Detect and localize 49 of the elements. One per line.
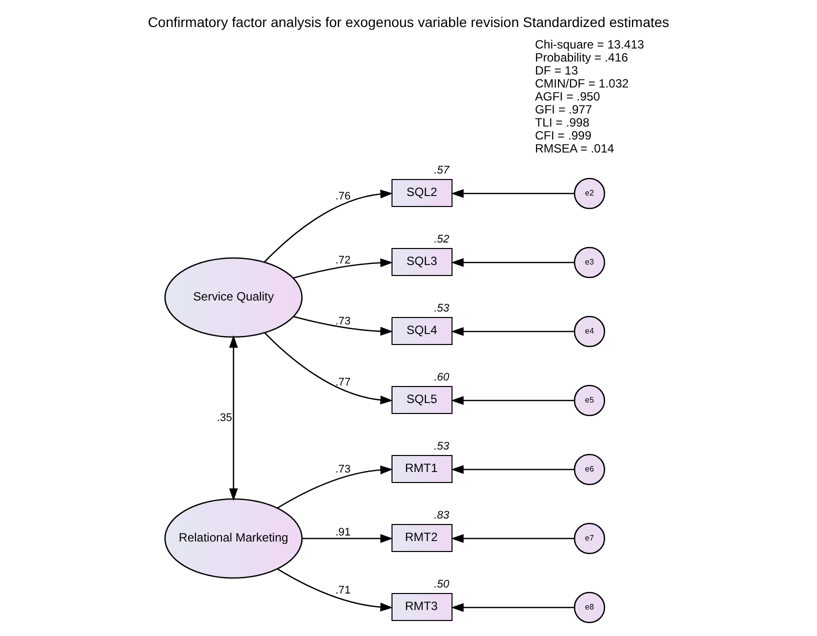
node-circle: e4	[574, 316, 606, 348]
node-label: .57	[434, 164, 450, 176]
arrow	[451, 465, 574, 474]
node-label: .60	[434, 371, 450, 384]
arrow	[293, 258, 393, 279]
label: Probability = .416	[535, 50, 628, 65]
edge-label: .73	[335, 463, 351, 476]
node-circle: e6	[574, 454, 606, 486]
node-circle: e2	[574, 178, 606, 210]
arrow	[277, 568, 393, 612]
edge-label: .76	[335, 190, 351, 202]
label: CMIN/DF = 1.032	[535, 76, 629, 91]
arrow	[302, 534, 393, 543]
arrow	[451, 327, 574, 336]
edge-label: .91	[335, 526, 351, 538]
label: AGFI = .950	[535, 90, 600, 104]
edge-label: .77	[335, 376, 351, 388]
node-circle: e7	[574, 522, 606, 554]
label: DF = 13	[535, 64, 578, 78]
arrow	[277, 466, 393, 509]
label: TLI = .998	[535, 116, 590, 130]
node-circle: e3	[574, 246, 606, 278]
arrow	[451, 189, 574, 198]
edge-label: .73	[335, 315, 351, 328]
arrow	[264, 332, 393, 404]
edge-label: .35	[216, 412, 232, 424]
label: CFI = .999	[535, 128, 592, 143]
node-ellipse: Relational Marketing	[164, 498, 303, 579]
arrow	[229, 335, 238, 501]
node-circle: e8	[574, 592, 606, 624]
node-ellipse: Service Quality	[164, 257, 303, 338]
node-label: .53	[434, 302, 450, 314]
node-label: .50	[434, 578, 450, 590]
node-label: .52	[434, 233, 450, 246]
label: Chi-square = 13.413	[535, 38, 644, 52]
edge-label: .72	[335, 254, 351, 266]
arrow	[451, 258, 574, 267]
arrow	[451, 396, 574, 405]
label: GFI = .977	[535, 102, 592, 117]
node-circle: e5	[574, 384, 606, 416]
arrow	[451, 603, 574, 612]
node-label: .53	[434, 440, 450, 452]
arrow	[451, 534, 574, 543]
arrow	[264, 190, 393, 262]
edge-label: .71	[335, 584, 351, 596]
label: RMSEA = .014	[535, 142, 614, 156]
diagram-title: Confirmatory factor analysis for exogenous variable revision Standardized estimates	[148, 14, 670, 30]
node-label: .83	[434, 509, 450, 522]
arrow	[294, 316, 393, 336]
